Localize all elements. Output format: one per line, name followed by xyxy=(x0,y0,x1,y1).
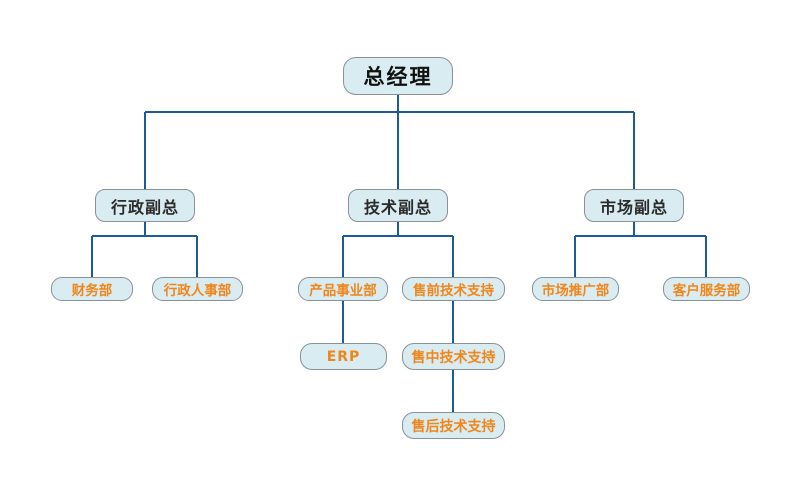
node-admin-vp: 行政副总 xyxy=(95,189,195,222)
connector-marketing-vp-branch xyxy=(574,222,707,277)
node-erp: ERP xyxy=(300,343,387,370)
node-presales-support: 售前技术支持 xyxy=(402,277,505,301)
connector-tech-vp-branch xyxy=(342,222,454,277)
node-general-manager: 总经理 xyxy=(343,57,453,95)
node-admin-hr-dept: 行政人事部 xyxy=(152,277,243,301)
node-customer-service-dept: 客户服务部 xyxy=(663,277,750,301)
connector-admin-vp-branch xyxy=(91,222,198,277)
node-finance-dept: 财务部 xyxy=(51,277,133,301)
node-marketing-promo-dept: 市场推广部 xyxy=(532,277,619,301)
node-midsales-support: 售中技术支持 xyxy=(402,343,505,370)
connector-gm-to-vps xyxy=(144,95,635,189)
node-product-division: 产品事业部 xyxy=(298,277,388,301)
node-marketing-vp: 市场副总 xyxy=(584,189,684,222)
node-tech-vp: 技术副总 xyxy=(348,189,448,222)
node-aftersales-support: 售后技术支持 xyxy=(402,412,505,439)
